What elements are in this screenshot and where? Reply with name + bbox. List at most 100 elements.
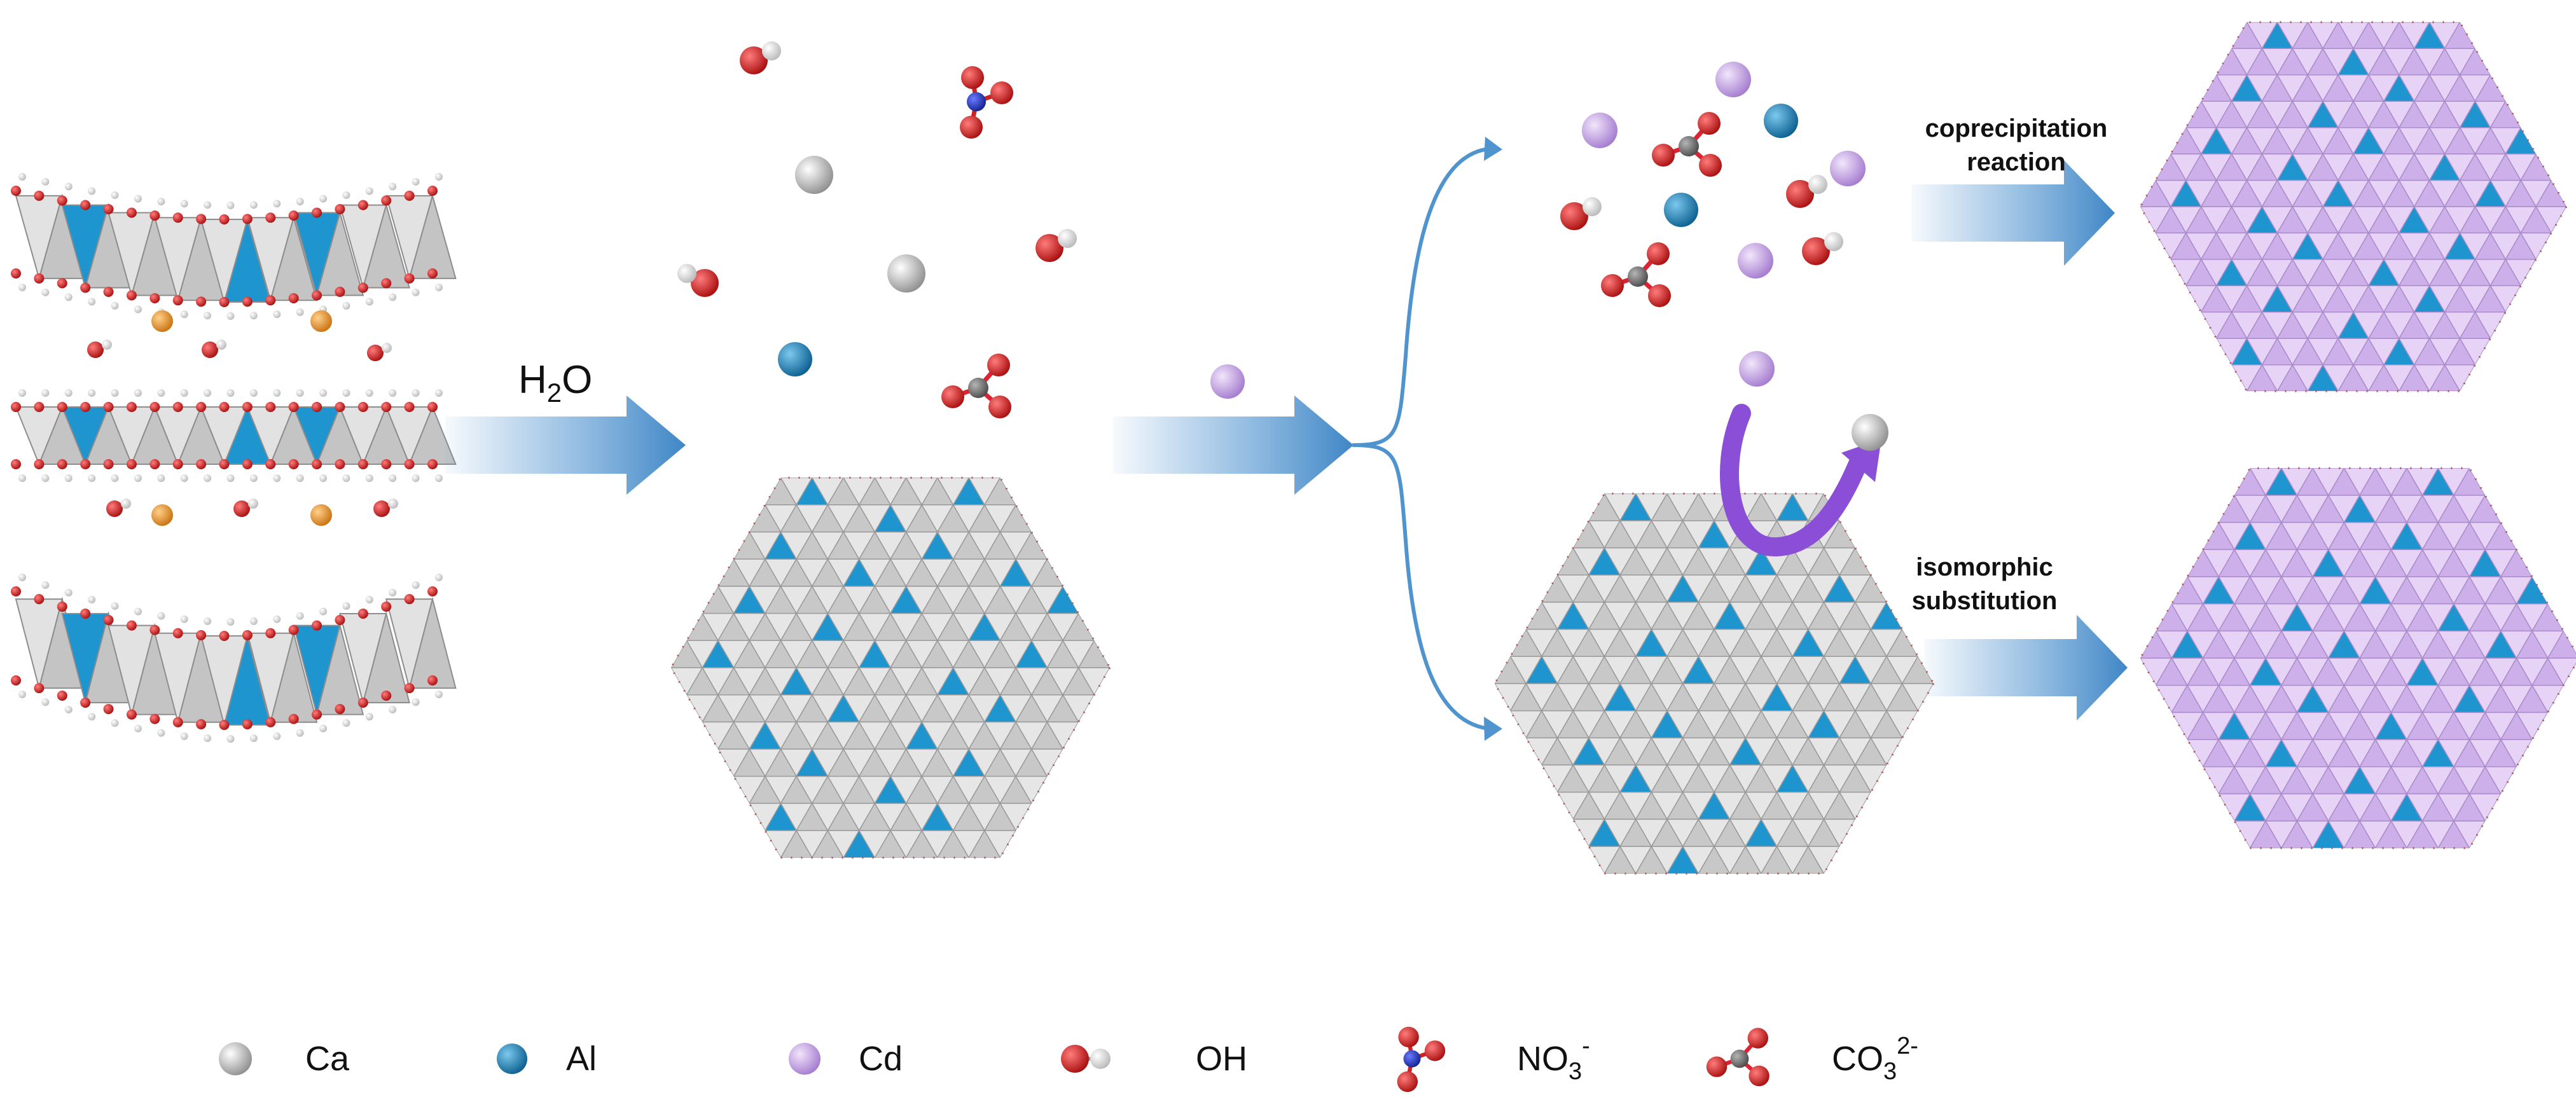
sheet-octahedron — [1173, 586, 1204, 614]
sheet-octahedron — [1821, 286, 1852, 312]
sheet-octahedron — [1141, 559, 1172, 586]
sheet-octahedron — [1556, 846, 1590, 874]
sheet-octahedron — [1119, 684, 1150, 711]
sheet-octahedron — [1385, 521, 1416, 548]
sheet-octahedron — [2122, 602, 2153, 630]
sheet-octahedron — [1448, 846, 1479, 874]
sheet-octahedron — [2004, 286, 2034, 312]
sheet-octahedron — [1150, 656, 1181, 684]
sheet-octahedron — [2169, 846, 2200, 874]
sheet-octahedron — [2019, 286, 2049, 312]
sheet-octahedron — [577, 722, 608, 749]
sheet-octahedron — [1109, 721, 1110, 750]
sheet-octahedron — [2140, 74, 2172, 102]
sheet-octahedron — [2028, 521, 2059, 548]
layer-oxygen — [335, 459, 345, 469]
sheet-octahedron — [2140, 74, 2142, 102]
sheet-octahedron — [1495, 818, 1496, 847]
sheet-octahedron — [1525, 493, 1558, 521]
sheet-octahedron — [1549, 478, 1580, 505]
sheet-octahedron — [452, 749, 483, 776]
sheet-octahedron — [593, 803, 624, 830]
layer-oxygen — [242, 459, 253, 469]
sheet-octahedron — [1927, 338, 1958, 365]
sheet-octahedron — [1509, 845, 1543, 874]
layer-hydrogen — [249, 617, 258, 625]
sheet-octahedron — [2106, 521, 2137, 548]
sheet-octahedron — [608, 668, 639, 695]
sheet-octahedron — [2357, 846, 2388, 874]
sheet-octahedron — [1298, 749, 1329, 776]
layer-octahedron — [362, 611, 410, 703]
sheet-octahedron — [1866, 48, 1897, 75]
sheet-octahedron — [1455, 586, 1486, 614]
sheet-octahedron — [2505, 337, 2537, 366]
sheet-octahedron — [1790, 365, 1821, 391]
sheet-octahedron — [405, 722, 436, 749]
sheet-octahedron — [2140, 22, 2157, 50]
sheet-octahedron — [2075, 548, 2106, 575]
sheet-octahedron — [1981, 493, 2012, 521]
sheet-octahedron — [1181, 548, 1212, 575]
sheet-octahedron — [1361, 749, 1392, 776]
sheet-octahedron — [467, 830, 499, 858]
sheet-octahedron — [1244, 602, 1275, 630]
sheet-octahedron — [1306, 738, 1338, 765]
sheet-octahedron — [2169, 521, 2200, 548]
layer-oxygen — [427, 586, 438, 596]
sheet-octahedron — [1866, 365, 1897, 391]
sheet-octahedron — [1439, 586, 1471, 614]
sheet-octahedron — [2079, 154, 2110, 181]
layer-oxygen — [57, 402, 67, 412]
sheet-octahedron — [671, 667, 672, 696]
layer-hydrogen — [435, 284, 443, 291]
sheet-octahedron — [483, 668, 514, 695]
sheet-octahedron — [1806, 286, 1836, 312]
sheet-octahedron — [1502, 803, 1533, 830]
sheet-octahedron — [467, 803, 499, 830]
sheet-octahedron — [530, 614, 561, 641]
sheet-octahedron — [1228, 493, 1259, 521]
layer-oxygen — [265, 717, 276, 727]
sheet-octahedron — [1968, 767, 1999, 794]
sheet-octahedron — [1927, 312, 1958, 338]
sheet-octahedron — [1495, 818, 1511, 848]
sheet-octahedron — [1109, 585, 1110, 614]
sheet-octahedron — [1509, 574, 1543, 603]
layer-oxygen — [103, 402, 114, 412]
sheet-octahedron — [405, 695, 436, 722]
sheet-octahedron — [1981, 765, 2012, 792]
layer-oxygen — [103, 703, 114, 714]
sheet-octahedron — [1927, 286, 1958, 312]
sheet-octahedron — [1881, 181, 1912, 207]
sheet-octahedron — [1999, 767, 2030, 794]
sheet-octahedron — [1905, 767, 1936, 794]
sheet-octahedron — [2186, 820, 2220, 848]
sheet-octahedron — [1119, 521, 1150, 548]
sheet-octahedron — [1790, 22, 1821, 48]
sheet-octahedron — [1984, 495, 2015, 523]
sheet-octahedron — [1423, 776, 1455, 804]
sheet-octahedron — [499, 668, 530, 695]
sheet-octahedron — [1949, 521, 1981, 548]
sheet-octahedron — [2028, 738, 2059, 765]
sheet-octahedron — [1495, 628, 1496, 658]
sheet-octahedron — [2106, 548, 2137, 575]
sheet-octahedron — [2278, 846, 2309, 874]
sheet-octahedron — [2171, 495, 2204, 524]
sheet-octahedron — [1354, 548, 1385, 575]
sheet-octahedron — [1455, 505, 1486, 532]
sheet-octahedron — [2474, 364, 2507, 392]
sheet-octahedron — [405, 478, 436, 505]
sheet-octahedron — [671, 504, 672, 534]
coprecipitation-arrow — [1911, 160, 2115, 266]
sheet-octahedron — [1204, 749, 1235, 776]
layer-hydrogen — [319, 474, 328, 482]
layer-oxygen — [34, 402, 45, 412]
sheet-octahedron — [1806, 207, 1836, 233]
sheet-octahedron — [1157, 749, 1188, 776]
sheet-octahedron — [1932, 520, 1934, 549]
sheet-octahedron — [1897, 101, 1927, 128]
sheet-octahedron — [1401, 684, 1432, 711]
sheet-octahedron — [2200, 846, 2231, 874]
